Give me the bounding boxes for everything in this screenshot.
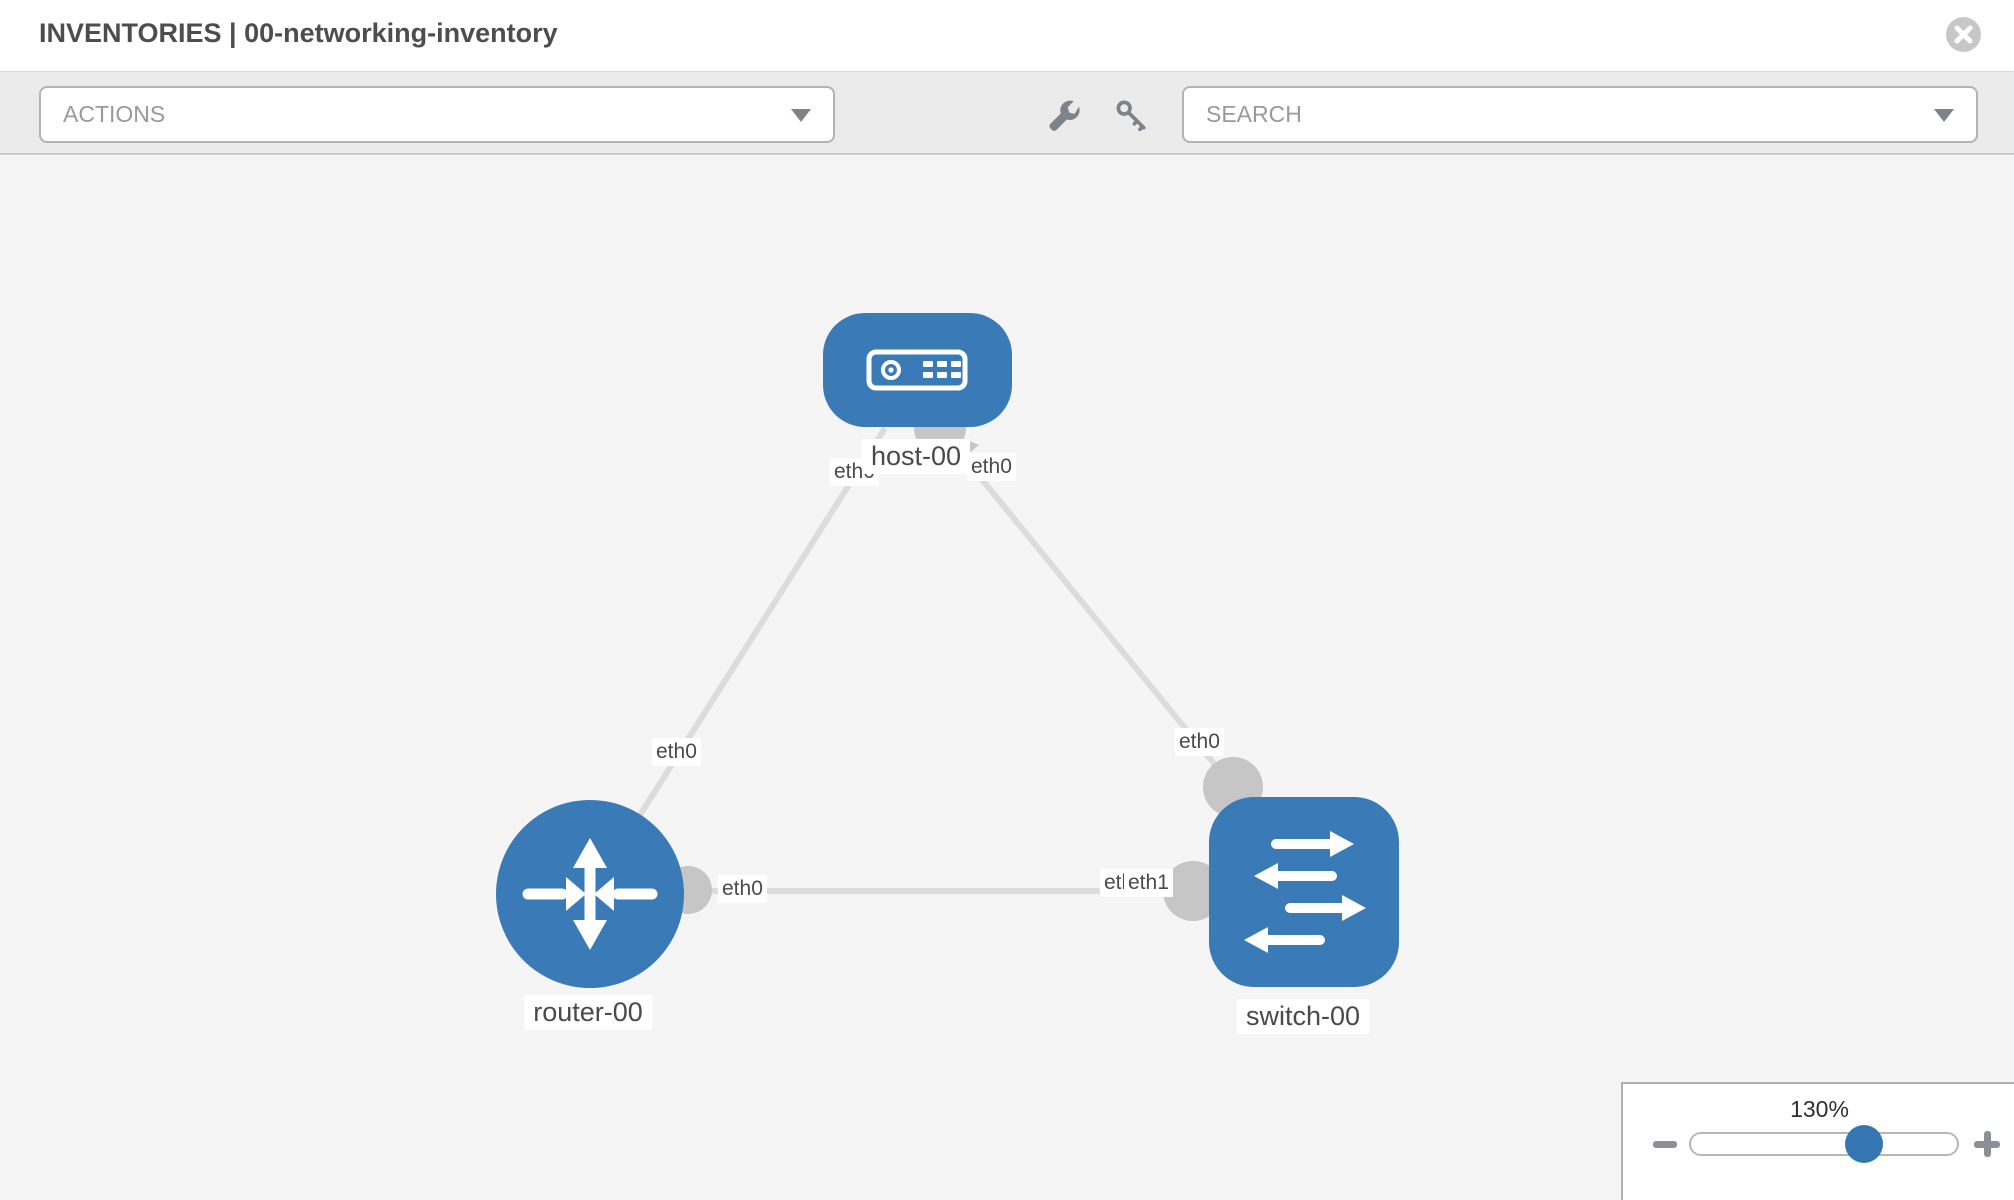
search-placeholder: SEARCH (1206, 101, 1302, 127)
interface-label: eth0 (652, 738, 701, 766)
interface-label: eth0 (967, 453, 1016, 481)
interface-label: eth1 (1124, 869, 1173, 897)
key-icon (1116, 100, 1146, 131)
node-label-router: router-00 (524, 995, 652, 1030)
zoom-in-button[interactable] (1969, 1126, 2005, 1162)
zoom-out-button[interactable] (1647, 1126, 1683, 1162)
configure-tools-button[interactable] (1044, 96, 1086, 136)
close-icon (1954, 25, 1973, 44)
router-icon (522, 838, 658, 950)
search-dropdown[interactable]: SEARCH (1182, 86, 1978, 143)
port-switch-left (1163, 861, 1223, 921)
actions-dropdown[interactable]: ACTIONS (39, 86, 835, 143)
switch-icon (1244, 831, 1366, 953)
topology-canvas[interactable]: eth0 eth0 eth0 eth0 eth0 eth0 eth1 host-… (0, 156, 2014, 1200)
zoom-level-value: 130% (1790, 1096, 1849, 1122)
node-host-00[interactable] (823, 313, 1012, 427)
interface-label: eth0 (1175, 728, 1224, 756)
chevron-down-icon (791, 109, 811, 122)
actions-dropdown-label: ACTIONS (63, 101, 166, 127)
zoom-slider-track[interactable] (1689, 1132, 1959, 1156)
node-label-switch: switch-00 (1236, 999, 1370, 1034)
link-lines (587, 426, 1304, 896)
wrench-icon (1049, 100, 1080, 131)
minus-icon (1653, 1141, 1677, 1148)
toolbar: ACTIONS SEARCH (0, 71, 2014, 155)
chevron-down-icon (1934, 109, 1954, 122)
node-router-00[interactable] (496, 800, 684, 988)
host-icon (866, 349, 968, 391)
page-title: INVENTORIES | 00-networking-inventory (39, 18, 558, 48)
close-button[interactable] (1946, 17, 1981, 52)
credentials-button[interactable] (1110, 96, 1152, 136)
titlebar: INVENTORIES | 00-networking-inventory (0, 0, 2014, 71)
zoom-slider-knob[interactable] (1845, 1125, 1883, 1163)
zoom-control-panel: 130% (1621, 1082, 2014, 1200)
interface-label: eth0 (718, 875, 767, 903)
node-label-host: host-00 (861, 439, 971, 474)
node-switch-00[interactable] (1209, 797, 1399, 987)
link-host-switch (937, 426, 1263, 822)
interface-ports (664, 402, 1263, 921)
